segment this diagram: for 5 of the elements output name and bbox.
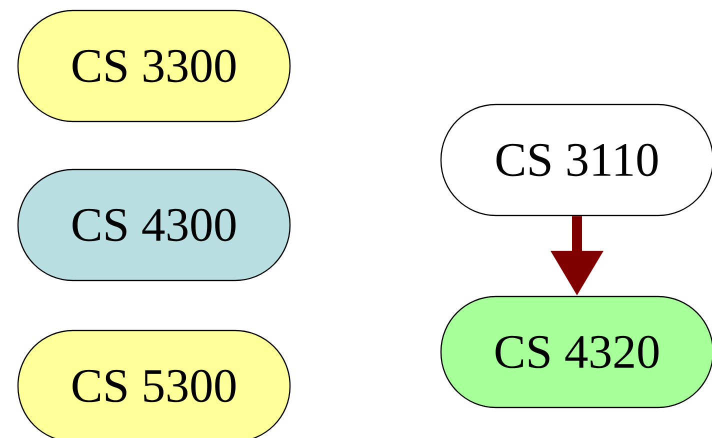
course-box: CS 3110 — [440, 104, 712, 216]
course-box: CS 3300 — [17, 10, 291, 122]
course-box: CS 4300 — [17, 168, 291, 282]
course-box: CS 5300 — [17, 330, 291, 438]
course-box: CS 4320 — [440, 296, 712, 408]
